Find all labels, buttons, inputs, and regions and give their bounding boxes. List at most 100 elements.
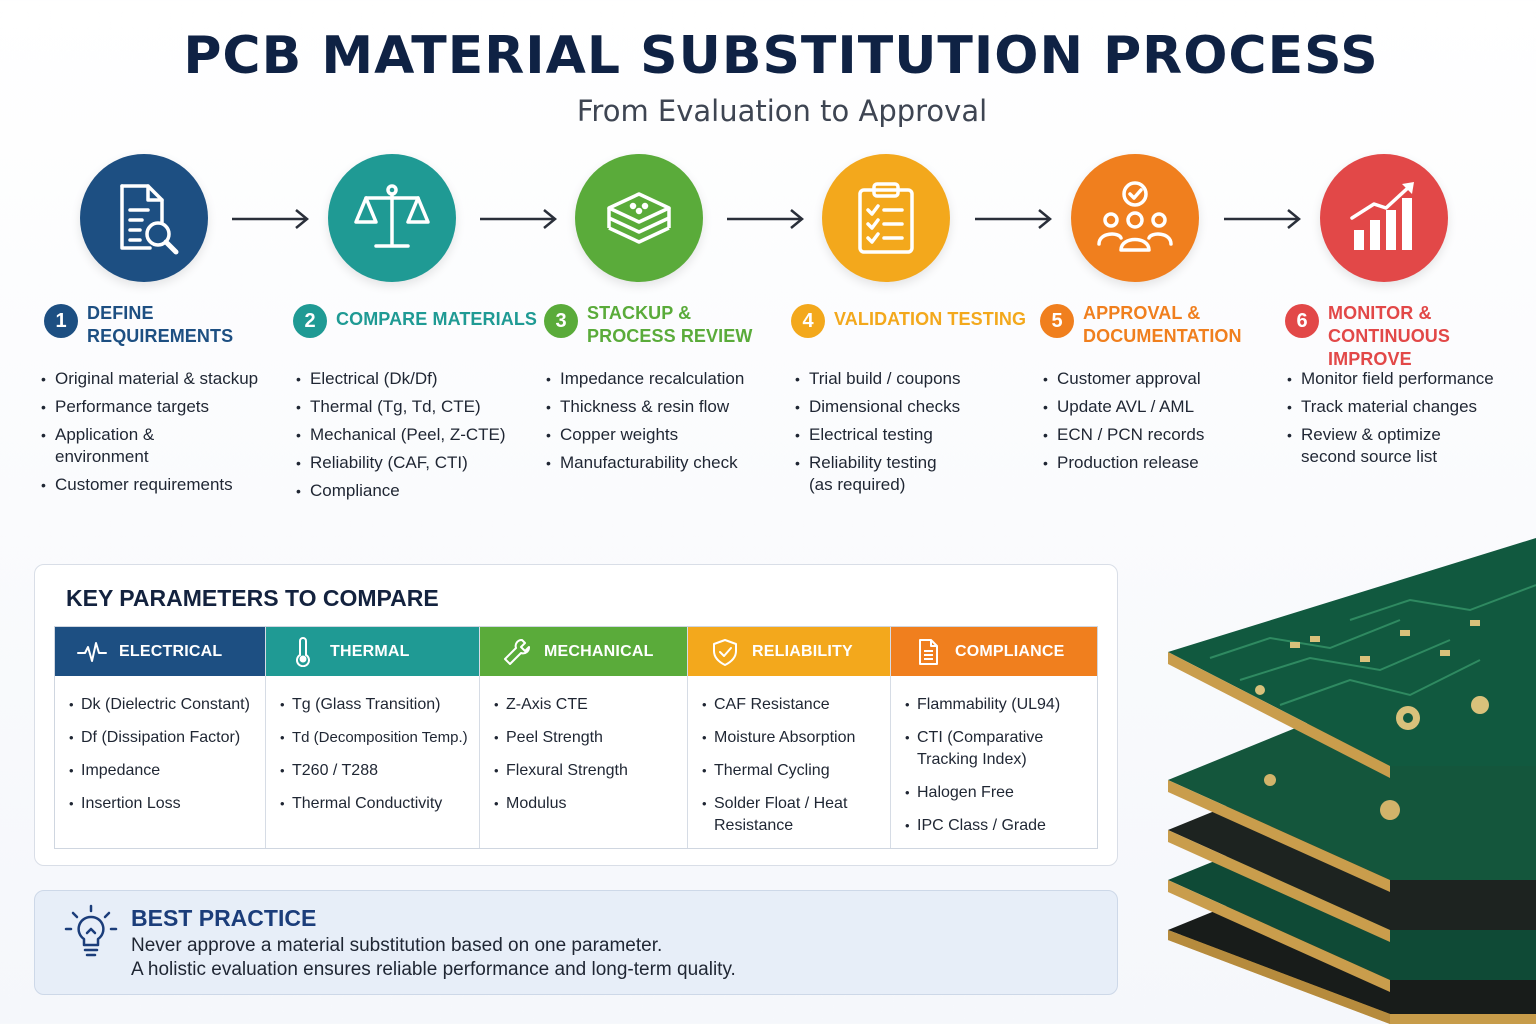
list-item: Thermal Conductivity: [280, 793, 469, 815]
step-4-circle: [822, 154, 950, 282]
list-item: Reliability testing (as required): [795, 452, 955, 496]
list-item: Dk (Dielectric Constant): [69, 694, 255, 716]
arrow-icon: [1224, 209, 1301, 229]
param-header: MECHANICAL: [480, 627, 687, 676]
step-3-list: Impedance recalculation Thickness & resi…: [546, 368, 786, 480]
list-item: Td (Decomposition Temp.): [280, 727, 469, 749]
param-column-reliability: RELIABILITY CAF Resistance Moisture Abso…: [688, 627, 891, 848]
best-practice-text: Never approve a material substitution ba…: [131, 935, 663, 956]
step-1-circle: [80, 154, 208, 282]
list-item: Update AVL / AML: [1043, 396, 1263, 418]
step-6-list: Monitor field performance Track material…: [1287, 368, 1517, 474]
page-subtitle: From Evaluation to Approval: [576, 94, 988, 128]
step-2-circle: [328, 154, 456, 282]
list-item: Electrical (Dk/Df): [296, 368, 536, 390]
best-practice-title: BEST PRACTICE: [131, 905, 317, 931]
param-header: ELECTRICAL: [55, 627, 265, 676]
arrow-icon: [232, 209, 309, 229]
clipboard-checklist-icon: [858, 182, 914, 254]
step-6-circle: [1320, 154, 1448, 282]
list-item: Track material changes: [1287, 396, 1517, 418]
arrow-icon: [975, 209, 1052, 229]
step-number: 2: [293, 304, 327, 338]
step-title: VALIDATION TESTING: [834, 309, 1027, 329]
param-column-thermal: THERMAL Tg (Glass Transition) Td (Decomp…: [266, 627, 480, 848]
param-header: COMPLIANCE: [891, 627, 1097, 676]
list-item: Thermal Cycling: [702, 760, 880, 782]
list-item: Flexural Strength: [494, 760, 677, 782]
list-item: Impedance: [69, 760, 255, 782]
thermometer-icon: [296, 636, 310, 667]
parameters-table: ELECTRICAL Dk (Dielectric Constant) Df (…: [54, 626, 1098, 849]
list-item: Manufacturability check: [546, 452, 786, 474]
param-column-electrical: ELECTRICAL Dk (Dielectric Constant) Df (…: [55, 627, 266, 848]
layer-stack-icon: [607, 192, 671, 244]
list-item: Copper weights: [546, 424, 786, 446]
growth-chart-icon: [1350, 182, 1414, 250]
list-item: Application & environment: [41, 424, 191, 468]
step-5-list: Customer approval Update AVL / AML ECN /…: [1043, 368, 1263, 480]
step-number: 6: [1285, 304, 1319, 338]
list-item: Compliance: [296, 480, 536, 502]
list-item: Z-Axis CTE: [494, 694, 677, 716]
list-item: Insertion Loss: [69, 793, 255, 815]
document-icon: [919, 638, 938, 665]
step-3-heading: 3 STACKUP &PROCESS REVIEW: [544, 302, 752, 348]
step-4-list: Trial build / coupons Dimensional checks…: [795, 368, 995, 502]
arrow-icon: [480, 209, 557, 229]
list-item: Reliability (CAF, CTI): [296, 452, 536, 474]
list-item: Solder Float / Heat Resistance: [702, 793, 862, 837]
list-item: CAF Resistance: [702, 694, 880, 716]
best-practice-text: A holistic evaluation ensures reliable p…: [131, 959, 736, 980]
step-title: MONITOR &CONTINUOUS IMPROVE: [1328, 303, 1450, 369]
list-item: Performance targets: [41, 396, 271, 418]
list-item: Flammability (UL94): [905, 694, 1087, 716]
step-5-circle: [1071, 154, 1199, 282]
step-6-heading: 6 MONITOR &CONTINUOUS IMPROVE: [1285, 302, 1536, 371]
key-parameters-panel: KEY PARAMETERS TO COMPARE ELECTRICAL Dk …: [34, 564, 1118, 866]
param-column-compliance: COMPLIANCE Flammability (UL94) CTI (Comp…: [891, 627, 1097, 848]
list-item: Review & optimize second source list: [1287, 424, 1467, 468]
list-item: Impedance recalculation: [546, 368, 786, 390]
list-item: Monitor field performance: [1287, 368, 1517, 390]
step-title: APPROVAL &DOCUMENTATION: [1083, 303, 1242, 346]
list-item: Peel Strength: [494, 727, 677, 749]
param-header: THERMAL: [266, 627, 479, 676]
step-number: 3: [544, 304, 578, 338]
list-item: Thickness & resin flow: [546, 396, 786, 418]
step-1-list: Original material & stackup Performance …: [41, 368, 271, 502]
list-item: Halogen Free: [905, 782, 1087, 804]
step-5-heading: 5 APPROVAL &DOCUMENTATION: [1040, 302, 1242, 348]
team-approval-icon: [1097, 181, 1173, 252]
param-column-mechanical: MECHANICAL Z-Axis CTE Peel Strength Flex…: [480, 627, 688, 848]
step-number: 5: [1040, 304, 1074, 338]
step-3-circle: [575, 154, 703, 282]
step-2-list: Electrical (Dk/Df) Thermal (Tg, Td, CTE)…: [296, 368, 536, 508]
shield-check-icon: [713, 638, 737, 666]
list-item: Df (Dissipation Factor): [69, 727, 255, 749]
balance-scale-icon: [354, 184, 430, 248]
document-search-icon: [120, 184, 179, 255]
list-item: Customer requirements: [41, 474, 271, 496]
list-item: ECN / PCN records: [1043, 424, 1263, 446]
best-practice-panel: BEST PRACTICE Never approve a material s…: [34, 890, 1118, 995]
step-number: 1: [44, 304, 78, 338]
page-title: PCB MATERIAL SUBSTITUTION PROCESS: [183, 26, 1379, 86]
list-item: Dimensional checks: [795, 396, 995, 418]
step-title: STACKUP &PROCESS REVIEW: [587, 303, 753, 346]
list-item: Tg (Glass Transition): [280, 694, 469, 716]
step-title: COMPARE MATERIALS: [336, 309, 538, 329]
list-item: Electrical testing: [795, 424, 995, 446]
list-item: Trial build / coupons: [795, 368, 995, 390]
list-item: Thermal (Tg, Td, CTE): [296, 396, 536, 418]
arrow-icon: [727, 209, 804, 229]
lightbulb-icon: [64, 904, 118, 957]
list-item: Production release: [1043, 452, 1263, 474]
pcb-stack-illustration: [1168, 538, 1536, 1024]
param-header: RELIABILITY: [688, 627, 890, 676]
step-number: 4: [791, 304, 825, 338]
step-4-heading: 4 VALIDATION TESTING: [791, 302, 1026, 338]
list-item: IPC Class / Grade: [905, 815, 1087, 837]
